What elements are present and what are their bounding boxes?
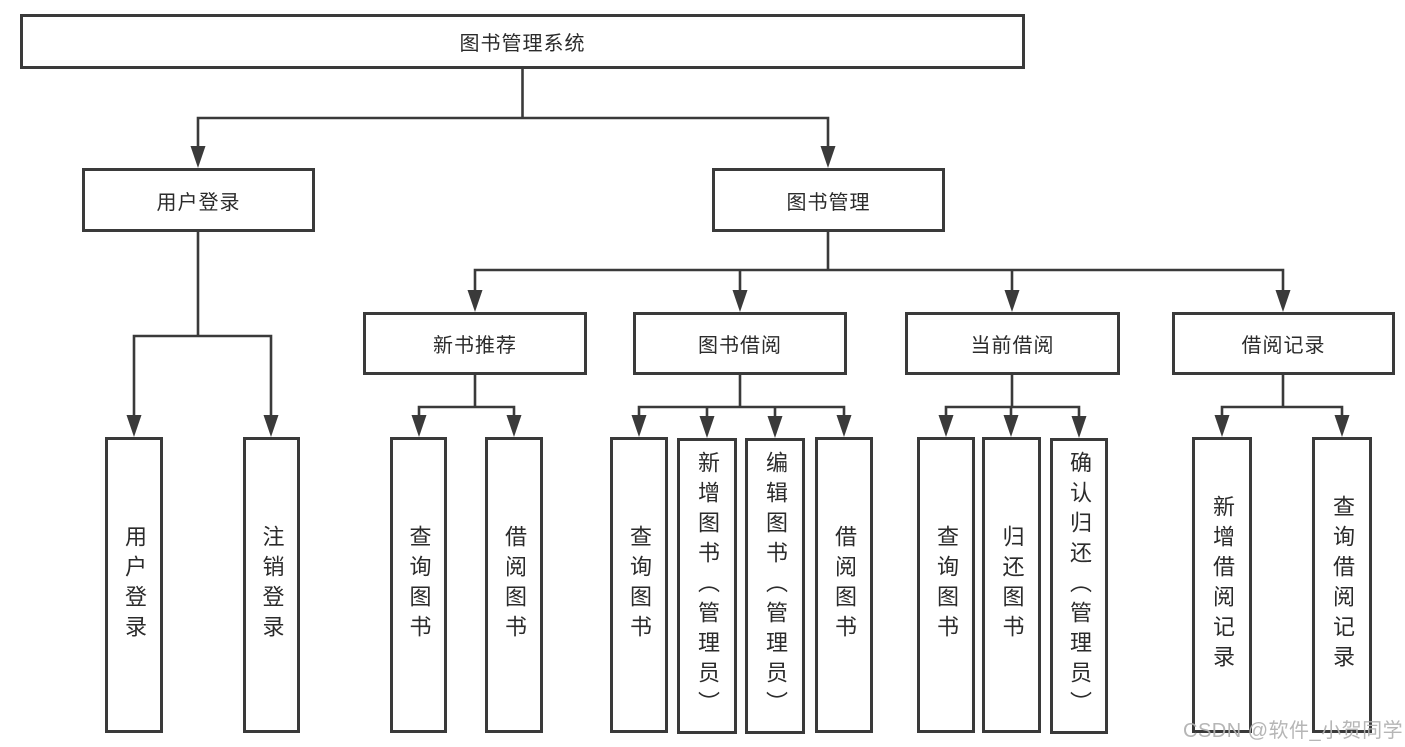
- node-book-borrow-label: 图书借阅: [698, 335, 782, 357]
- node-user-login-branch-label: 用户登录: [156, 191, 241, 214]
- node-user-login-branch: 用户登录: [82, 168, 315, 232]
- node-query-books-current-label: 查询图书: [934, 525, 959, 645]
- node-borrow-books-recommend: 借阅图书: [485, 437, 543, 733]
- node-return-book: 归还图书: [982, 437, 1041, 733]
- node-library-system-label: 图书管理系统: [459, 33, 586, 55]
- node-add-borrow-record: 新增借阅记录: [1192, 437, 1252, 733]
- node-logout-leaf: 注销登录: [243, 437, 300, 733]
- node-new-book-recommend: 新书推荐: [363, 312, 587, 375]
- node-book-borrow: 图书借阅: [633, 312, 847, 375]
- node-current-borrow: 当前借阅: [905, 312, 1120, 375]
- node-borrow-books-recommend-label: 借阅图书: [502, 525, 527, 645]
- node-edit-book-admin-label: 编辑图书（管理员）: [763, 451, 788, 721]
- node-query-borrow-record: 查询借阅记录: [1312, 437, 1372, 733]
- node-borrow-books-leaf-label: 借阅图书: [832, 525, 857, 645]
- node-new-book-recommend-label: 新书推荐: [433, 335, 517, 357]
- node-query-books-recommend-label: 查询图书: [406, 525, 432, 645]
- node-user-login-leaf-label: 用户登录: [122, 525, 147, 645]
- node-borrow-books-leaf: 借阅图书: [815, 437, 873, 733]
- node-query-borrow-record-label: 查询借阅记录: [1330, 495, 1355, 675]
- node-confirm-return-admin: 确认归还（管理员）: [1050, 438, 1108, 734]
- node-logout-leaf-label: 注销登录: [259, 525, 285, 645]
- node-edit-book-admin: 编辑图书（管理员）: [745, 438, 805, 734]
- node-add-book-admin: 新增图书（管理员）: [677, 438, 737, 734]
- node-borrow-records: 借阅记录: [1172, 312, 1395, 375]
- node-borrow-records-label: 借阅记录: [1241, 335, 1326, 357]
- csdn-watermark: CSDN @软件_小贺同学: [1183, 720, 1404, 742]
- node-library-system: 图书管理系统: [20, 14, 1025, 69]
- node-add-borrow-record-label: 新增借阅记录: [1210, 495, 1235, 675]
- node-user-login-leaf: 用户登录: [105, 437, 163, 733]
- node-book-management-label: 图书管理: [786, 191, 871, 214]
- node-query-books-current: 查询图书: [917, 437, 975, 733]
- node-confirm-return-admin-label: 确认归还（管理员）: [1067, 451, 1092, 721]
- node-book-management: 图书管理: [712, 168, 945, 232]
- node-return-book-label: 归还图书: [999, 525, 1025, 645]
- node-query-books-borrow: 查询图书: [610, 437, 668, 733]
- node-add-book-admin-label: 新增图书（管理员）: [695, 451, 720, 721]
- node-current-borrow-label: 当前借阅: [970, 335, 1055, 357]
- node-query-books-borrow-label: 查询图书: [627, 525, 652, 645]
- node-query-books-recommend: 查询图书: [390, 437, 447, 733]
- arrowhead-icons: [126, 146, 1350, 438]
